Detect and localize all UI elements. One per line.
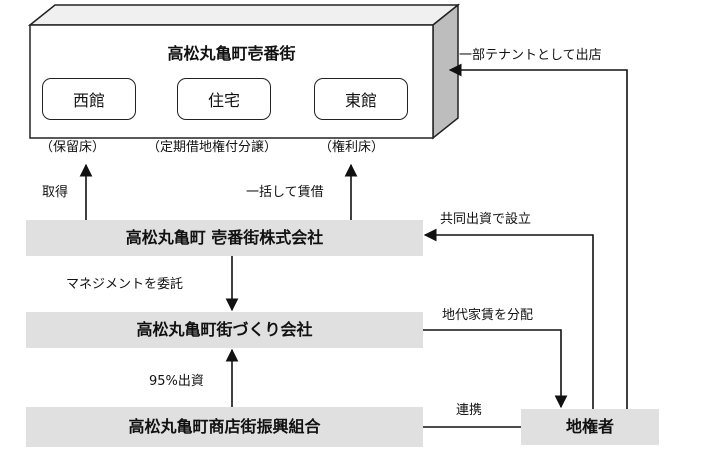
union-label: 高松丸亀町商店街振興組合: [128, 417, 321, 436]
room-housing: 住宅: [177, 78, 271, 120]
tenant-arrow: [448, 63, 628, 409]
company-label: 高松丸亀町 壱番街株式会社: [125, 228, 324, 247]
distribute-label: 地代家賃を分配: [442, 308, 534, 323]
tenant-label: 一部テナントとして出店: [459, 48, 602, 63]
management-label: マネジメントを委託: [66, 277, 184, 292]
joint-label: 共同出資で設立: [440, 212, 532, 227]
room-east: 東館: [314, 78, 408, 120]
acquire-label: 取得: [42, 185, 69, 200]
ownership-reserved: （保留床）: [40, 140, 106, 155]
investment-label: 95%出資: [149, 374, 204, 389]
joint-arrow: [423, 228, 594, 409]
building-title: 高松丸亀町壱番街: [167, 44, 296, 63]
room-west: 西館: [42, 78, 136, 120]
lease-label: 一括して賃借: [246, 185, 324, 200]
cooperation-label: 連携: [456, 403, 483, 418]
landowners-label: 地権者: [565, 417, 614, 436]
ownership-rights: （権利床）: [319, 140, 385, 155]
machizukuri-box: [26, 312, 423, 348]
ownership-leasehold: （定期借地権付分譲）: [147, 140, 278, 155]
distribute-arrow: [423, 329, 568, 409]
company-box: [26, 220, 423, 256]
union-box: [26, 407, 423, 447]
machizukuri-label: 高松丸亀町街づくり会社: [136, 320, 313, 339]
landowners-box: [521, 409, 659, 445]
